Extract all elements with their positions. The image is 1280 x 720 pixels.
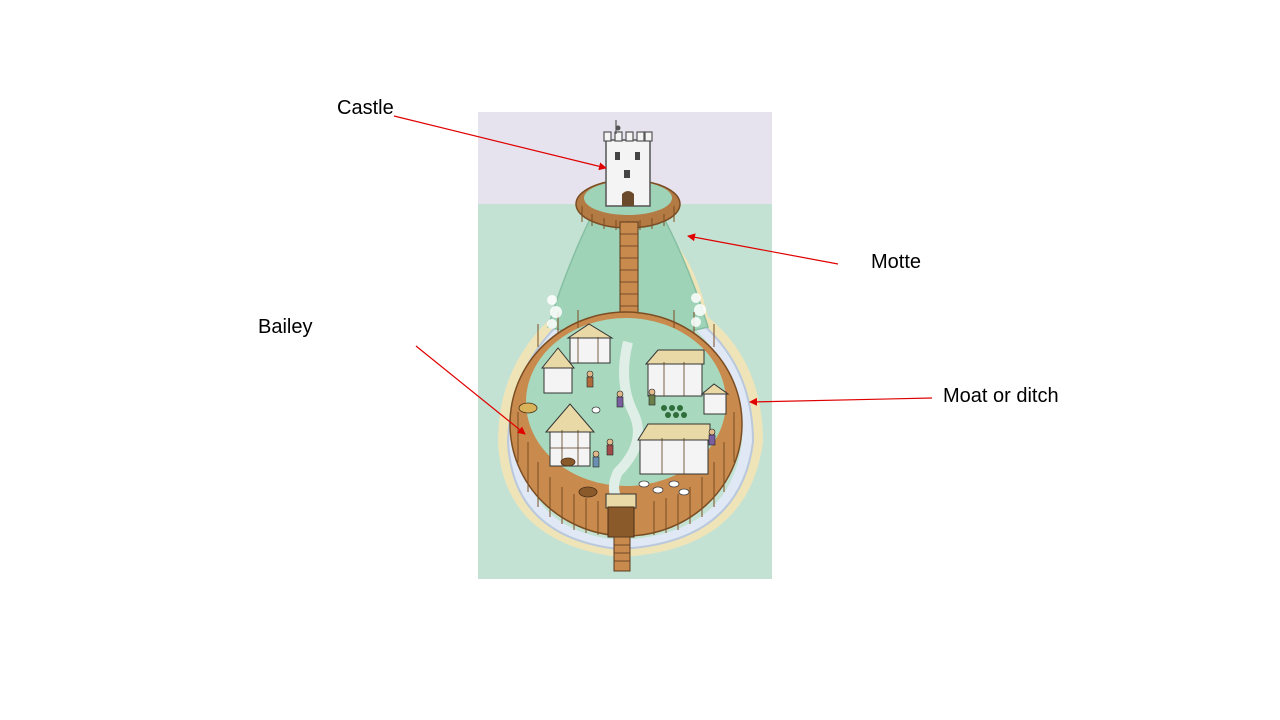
motte-and-bailey-illustration [478, 112, 772, 579]
moat-arrow [749, 397, 933, 406]
bailey-label: Bailey [258, 316, 313, 338]
castle-tower [603, 120, 653, 207]
castle-label: Castle [337, 97, 394, 119]
moat-label: Moat or ditch [943, 385, 1059, 407]
vegetable-patch [661, 405, 687, 418]
motte-label: Motte [871, 251, 922, 273]
sheep [591, 406, 690, 496]
chimney-smoke [547, 293, 706, 329]
bailey-gate [607, 506, 635, 572]
bailey-path [609, 340, 643, 511]
